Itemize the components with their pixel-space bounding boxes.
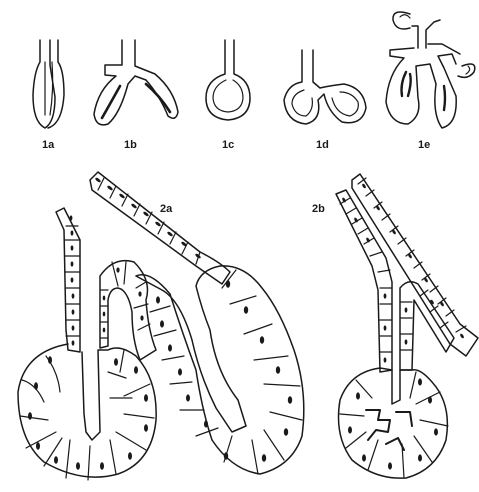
figure-1d-branched-acinar [284,50,366,124]
figure-1b-branched-tubular [94,40,178,125]
figure-2a-left-duct [56,208,80,352]
figure-2b-ducts [336,174,478,372]
label-2a: 2a [160,204,172,215]
label-1b: 1b [124,140,137,151]
label-1e: 1e [418,140,430,151]
figure-2a-diagonal-duct [90,172,230,284]
figure-2a-left-acinus [18,344,156,480]
figure-2b-acinus [339,368,449,478]
label-1c: 1c [222,140,234,151]
label-1d: 1d [316,140,329,151]
label-2b: 2b [312,204,325,215]
label-1a: 1a [42,140,54,151]
figure-1e-compound [386,12,475,128]
figure-1c-simple-acinar [206,40,250,120]
figure-2a-right-acinus [136,266,304,474]
figure-1a-simple-tubular [33,40,64,128]
